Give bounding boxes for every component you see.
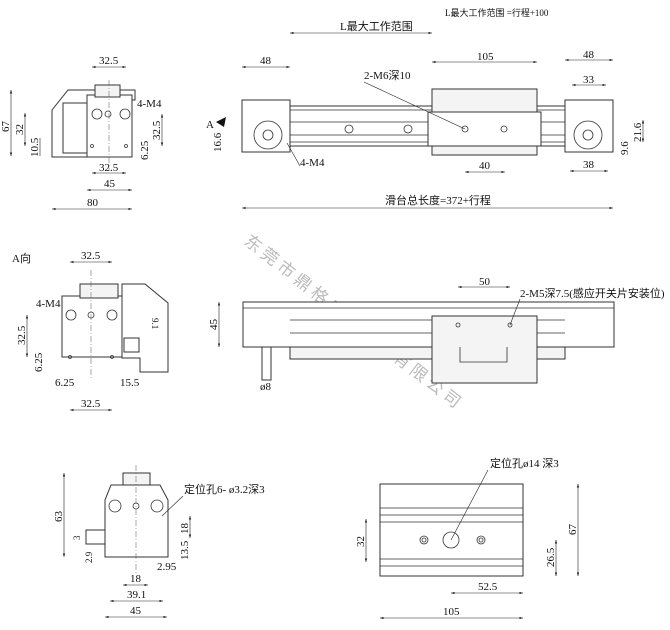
- dim-32: 32: [355, 536, 367, 547]
- dim-top: 32.5: [99, 55, 119, 67]
- a-direction-view: A向 32.5 4-M4 32.5 6.25 6.25 15.5 32.5 9.…: [12, 250, 169, 412]
- hole-label: 定位孔6- ø3.2深3: [184, 482, 265, 496]
- dim-height: 67: [0, 121, 12, 133]
- l-range-label: L最大工作范围: [340, 19, 413, 33]
- front-view: 32.5 4-M4 67 32 10.5 32.5 6.25 32.5 45 8…: [0, 55, 164, 211]
- dim-39-1: 39.1: [127, 589, 146, 601]
- total-length-label: 滑台总长度=372+行程: [385, 193, 491, 207]
- m4-label: 4-M4: [300, 157, 325, 169]
- dim-45: 45: [130, 605, 142, 617]
- dim-105: 105: [443, 606, 460, 618]
- dim-10-5: 10.5: [29, 137, 41, 157]
- hole-label: 定位孔ø14 深3: [490, 456, 559, 470]
- dim-45: 45: [104, 178, 116, 190]
- dim-2-9: 2.9: [84, 551, 94, 563]
- dim-6-25: 6.25: [139, 140, 151, 160]
- dim-48-left: 48: [260, 55, 272, 67]
- dim-bottom: 32.5: [81, 398, 101, 410]
- dim-top: 32.5: [81, 250, 101, 262]
- top-view: L最大工作范围 =行程+100 L最大工作范围 48 105 2-M6深10 4…: [206, 7, 645, 210]
- dim-3: 3: [72, 535, 82, 540]
- mount-label: 4-M4: [137, 98, 162, 110]
- dim-9-6: 9.6: [619, 141, 631, 155]
- sensor-diameter: ø8: [260, 381, 272, 393]
- dim-32-5-v: 32.5: [151, 120, 163, 140]
- m5-label: 2-M5深7.5(感应开关片安装位): [520, 286, 665, 300]
- dim-38: 38: [583, 159, 595, 171]
- dim-32-5-v: 32.5: [16, 325, 28, 345]
- dim-45: 45: [208, 319, 220, 331]
- dim-26-5: 26.5: [545, 547, 557, 567]
- dim-40: 40: [479, 160, 491, 172]
- dim-18-h: 18: [130, 573, 142, 585]
- dim-15-5: 15.5: [120, 377, 140, 389]
- dim-32: 32: [14, 124, 26, 135]
- dim-6-25-h: 6.25: [55, 377, 75, 389]
- a-view-title: A向: [12, 251, 31, 265]
- dim-52-5: 52.5: [478, 581, 498, 593]
- dim-67: 67: [567, 524, 579, 536]
- dim-6-25-v: 6.25: [33, 352, 45, 372]
- end-view: 63 定位孔6- ø3.2深3 18 13.5 3 2.9 2.95 18 39…: [53, 465, 265, 619]
- dim-13-5: 13.5: [179, 540, 191, 560]
- carriage-view: 定位孔ø14 深3 32 67 26.5 52.5 105: [355, 456, 580, 620]
- dim-2-95: 2.95: [157, 561, 177, 573]
- dim-bottom: 32.5: [99, 162, 119, 174]
- m6-label: 2-M6深10: [364, 69, 411, 82]
- dim-63: 63: [53, 511, 65, 523]
- dim-50: 50: [479, 276, 491, 288]
- stroke-note: L最大工作范围 =行程+100: [445, 7, 549, 18]
- dim-33: 33: [583, 74, 595, 86]
- dim-105: 105: [477, 51, 494, 63]
- dim-18-v: 18: [179, 523, 191, 535]
- dim-21-6: 21.6: [632, 122, 644, 142]
- dim-80: 80: [87, 197, 99, 209]
- dim-9-1: 9.1: [150, 318, 160, 329]
- view-a-label: A: [206, 119, 214, 131]
- dim-16-6: 16.6: [212, 132, 224, 152]
- dim-48-right: 48: [583, 49, 595, 61]
- side-view: 45 50 2-M5深7.5(感应开关片安装位) ø8: [208, 276, 665, 393]
- mount-label: 4-M4: [36, 298, 61, 310]
